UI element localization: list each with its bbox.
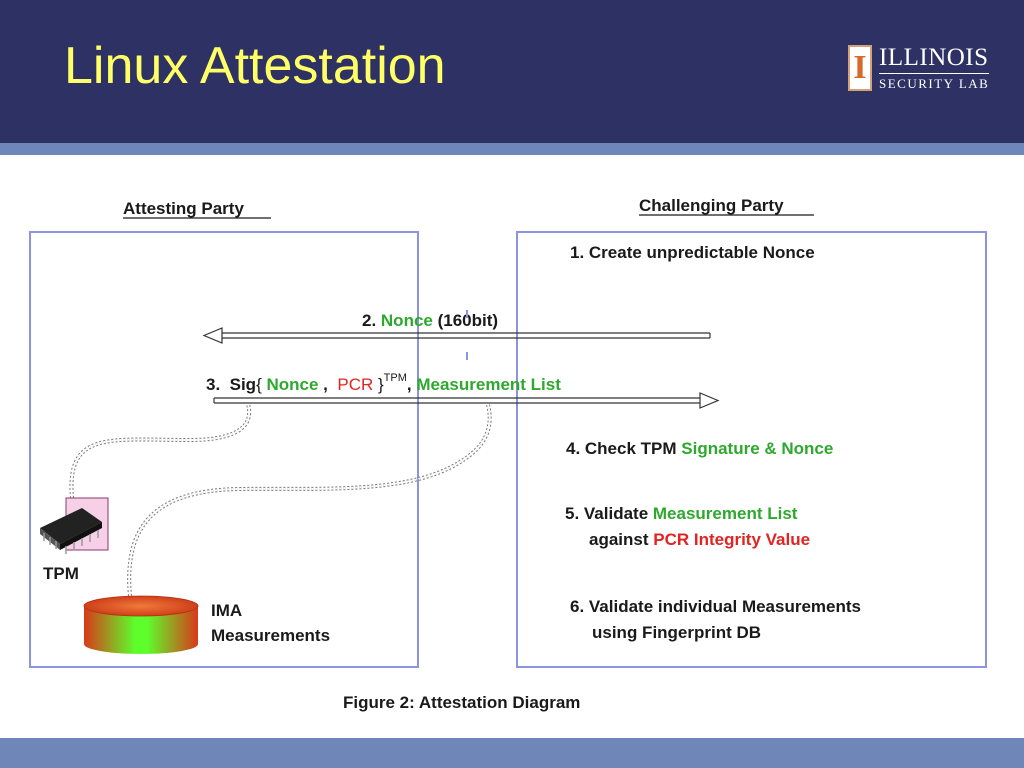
step-3-measurement-list: Measurement List — [416, 375, 561, 394]
step-3-prefix: 3. — [206, 375, 230, 394]
tpm-label: TPM — [43, 564, 79, 583]
tpm-to-signature-link — [69, 403, 252, 499]
tpm-to-signature-link-inner — [70, 403, 251, 499]
step-3-pcr: PCR — [337, 375, 373, 394]
step-4-highlight: Signature & Nonce — [681, 439, 833, 458]
step-3-brace-open: { — [256, 375, 266, 394]
step-3-superscript: TPM — [384, 372, 407, 384]
step-5-line2-prefix: against — [589, 530, 653, 549]
step-3-text: 3. Sig{ Nonce , PCR }TPM, Measurement Li… — [206, 372, 561, 394]
step-3-sig: Sig — [230, 375, 256, 394]
step-2-prefix: 2. — [362, 311, 381, 330]
challenging-party-label: Challenging Party — [639, 196, 784, 215]
step-4-prefix: 4. Check TPM — [566, 439, 681, 458]
logo-text: ILLINOIS SECURITY LAB — [879, 43, 990, 92]
step-4-text: 4. Check TPM Signature & Nonce — [566, 439, 833, 458]
step-5-line1: 5. Validate Measurement List — [565, 504, 798, 523]
nonce-arrow — [202, 327, 711, 344]
slide-footer — [0, 738, 1024, 768]
ima-to-measurement-list-link — [127, 404, 492, 597]
step-3-comma2: , — [407, 375, 416, 394]
signature-arrow — [213, 392, 720, 409]
figure-caption: Figure 2: Attestation Diagram — [343, 693, 580, 712]
step-3-comma1: , — [318, 375, 337, 394]
step-1-text: 1. Create unpredictable Nonce — [570, 243, 815, 262]
step-6-line1: 6. Validate individual Measurements — [570, 597, 861, 616]
tpm-chip-icon — [40, 497, 109, 554]
step-6-line2: using Fingerprint DB — [592, 623, 761, 642]
step-2-suffix: (160bit) — [433, 311, 498, 330]
logo-mark: I — [848, 45, 872, 91]
step-3-brace-close: } — [373, 375, 384, 394]
slide-title: Linux Attestation — [64, 37, 446, 95]
step-2-nonce: Nonce — [381, 311, 433, 330]
challenging-party-box — [516, 231, 987, 668]
ima-label-line2: Measurements — [211, 626, 330, 645]
header-stripe — [0, 143, 1024, 155]
step-3-nonce: Nonce — [266, 375, 318, 394]
ima-to-measurement-list-link-inner — [128, 404, 491, 597]
step-5-line1-highlight: Measurement List — [653, 504, 798, 523]
illinois-security-lab-logo: I ILLINOIS SECURITY LAB — [848, 43, 990, 92]
step-5-line2: against PCR Integrity Value — [589, 530, 810, 549]
step-5-line1-prefix: 5. Validate — [565, 504, 653, 523]
logo-line2: SECURITY LAB — [879, 72, 990, 92]
attesting-party-label: Attesting Party — [123, 199, 244, 218]
step-5-line2-highlight: PCR Integrity Value — [653, 530, 810, 549]
attesting-party-box — [29, 231, 419, 668]
logo-line1: ILLINOIS — [879, 43, 989, 71]
step-2-text: 2. Nonce (160bit) — [362, 311, 498, 330]
ima-database-icon — [83, 595, 199, 654]
ima-label-line1: IMA — [211, 601, 242, 620]
